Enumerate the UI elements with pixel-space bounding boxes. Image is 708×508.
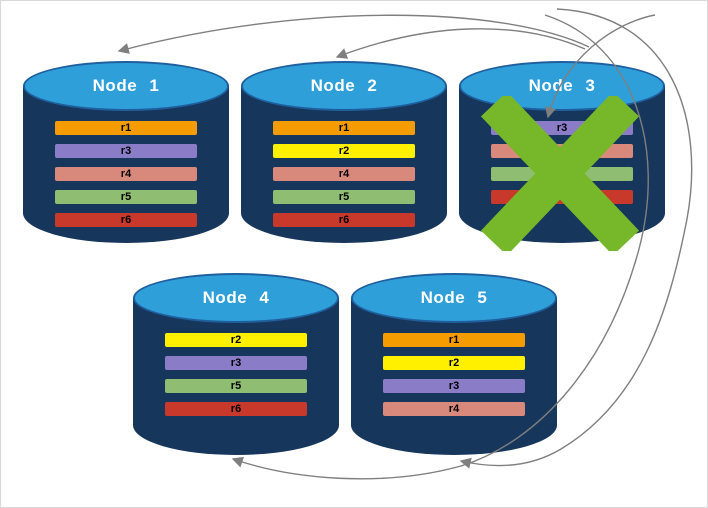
node-1-replica-r3: r3 xyxy=(55,144,197,158)
node-1-cylinder-top: Node 1 xyxy=(23,61,229,111)
node-5-title: Node 5 xyxy=(420,288,488,307)
node-3-replica-r3: r3 xyxy=(491,121,633,135)
node-1: Node 1 r1 r3 r4 r5 r6 xyxy=(23,61,229,243)
node-1-replica-r4: r4 xyxy=(55,167,197,181)
node-5-cylinder-top: Node 5 xyxy=(351,273,557,323)
node-2-replica-r5: r5 xyxy=(273,190,415,204)
node-1-title: Node 1 xyxy=(92,76,160,95)
node-5: Node 5 r1 r2 r3 r4 xyxy=(351,273,557,455)
node-5-replicas: r1 r2 r3 r4 xyxy=(351,333,557,425)
node-2-replicas: r1 r2 r4 r5 r6 xyxy=(241,121,447,236)
node-4-replica-r6: r6 xyxy=(165,402,307,416)
node-1-replicas: r1 r3 r4 r5 r6 xyxy=(23,121,229,236)
node-1-replica-r6: r6 xyxy=(55,213,197,227)
node-2-replica-r2: r2 xyxy=(273,144,415,158)
node-3-cylinder-top: Node 3 xyxy=(459,61,665,111)
node-4-cylinder-top: Node 4 xyxy=(133,273,339,323)
node-3: Node 3 r3 r4 r5 r6 xyxy=(459,61,665,243)
node-2-replica-r6: r6 xyxy=(273,213,415,227)
node-1-replica-r5: r5 xyxy=(55,190,197,204)
arrow-node3-to-node2 xyxy=(335,28,586,59)
node-5-replica-r4: r4 xyxy=(383,402,525,416)
node-4-replica-r5: r5 xyxy=(165,379,307,393)
node-2: Node 2 r1 r2 r4 r5 r6 xyxy=(241,61,447,243)
node-5-replica-r2: r2 xyxy=(383,356,525,370)
arrow-node3-to-node1 xyxy=(117,14,590,54)
node-4: Node 4 r2 r3 r5 r6 xyxy=(133,273,339,455)
node-2-replica-r1: r1 xyxy=(273,121,415,135)
node-2-title: Node 2 xyxy=(310,76,378,95)
node-3-title: Node 3 xyxy=(528,76,596,95)
node-2-cylinder-top: Node 2 xyxy=(241,61,447,111)
node-5-replica-r3: r3 xyxy=(383,379,525,393)
node-4-title: Node 4 xyxy=(202,288,270,307)
node-4-replicas: r2 r3 r5 r6 xyxy=(133,333,339,425)
node-5-replica-r1: r1 xyxy=(383,333,525,347)
node-3-replicas: r3 r4 r5 r6 xyxy=(459,121,665,213)
node-1-replica-r1: r1 xyxy=(55,121,197,135)
node-4-replica-r3: r3 xyxy=(165,356,307,370)
node-2-replica-r4: r4 xyxy=(273,167,415,181)
node-3-replica-r4: r4 xyxy=(491,144,633,158)
node-3-replica-r6: r6 xyxy=(491,190,633,204)
node-3-replica-r5: r5 xyxy=(491,167,633,181)
node-4-replica-r2: r2 xyxy=(165,333,307,347)
